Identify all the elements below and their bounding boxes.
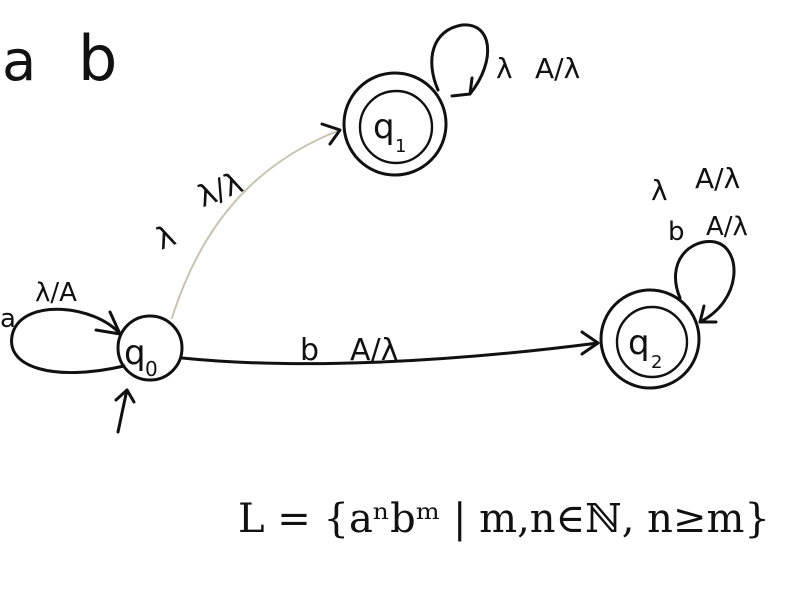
state-q1: q 1 <box>342 71 448 177</box>
alphabet-symbol-b: b <box>78 22 117 95</box>
transition-q1-loop: λ A/λ <box>430 23 580 98</box>
transition-q0-loop: a λ/A <box>0 278 126 374</box>
state-q0: q 0 <box>116 314 184 382</box>
state-q2-subscript: 2 <box>651 352 662 373</box>
state-q2: q 2 <box>599 288 701 390</box>
state-q1-outer-circle <box>342 71 448 177</box>
transition-q2-loop: λ A/λ b A/λ <box>651 162 748 324</box>
q0-loop-op: λ/A <box>35 278 77 308</box>
transition-q0-to-q2: b A/λ <box>180 330 600 368</box>
state-q1-inner-circle <box>358 89 434 165</box>
q0-to-q2-input: b <box>300 333 319 368</box>
q1-loop-op: A/λ <box>535 52 580 85</box>
q2-loop-1-input: λ <box>651 174 668 207</box>
state-q2-outer-circle <box>599 288 701 390</box>
state-q0-circle <box>116 314 184 382</box>
q0-loop-input: a <box>0 304 16 334</box>
q2-loop-2-op: A/λ <box>706 212 748 242</box>
q0-to-q2-op: A/λ <box>350 333 398 368</box>
initial-arrow <box>114 388 136 434</box>
transition-q0-to-q1: λ λ/λ <box>151 122 342 319</box>
q2-loop-2-input: b <box>668 217 685 247</box>
alphabet-symbol-a: a <box>2 29 36 94</box>
state-q0-label: q <box>124 333 146 373</box>
q0-to-q1-op: λ/λ <box>192 165 247 215</box>
state-q0-subscript: 0 <box>145 357 158 381</box>
state-q1-label: q <box>373 107 395 147</box>
state-q2-inner-circle <box>615 305 689 379</box>
language-definition: L = {aⁿbᵐ | m,n∈ℕ, n≥m} <box>238 496 770 542</box>
q1-loop-input: λ <box>496 52 513 85</box>
state-q2-label: q <box>628 323 650 363</box>
state-q1-subscript: 1 <box>395 136 406 157</box>
q0-to-q1-input: λ <box>151 218 181 257</box>
q2-loop-1-op: A/λ <box>695 162 740 195</box>
